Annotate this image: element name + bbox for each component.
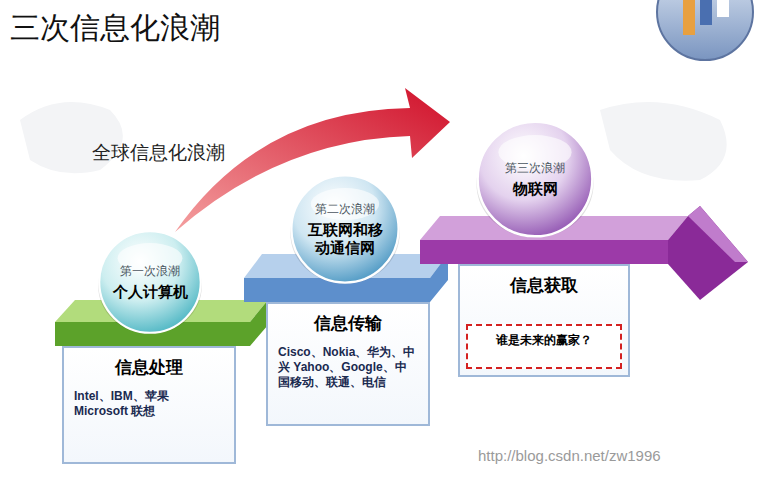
box-heading: 信息处理	[74, 356, 224, 379]
company-list: Cisco、Nokia、华为、中兴 Yahoo、Google、中国移动、联通、电…	[278, 345, 418, 390]
wave-name: 物联网	[513, 180, 558, 198]
callout-box: 谁是未来的赢家？	[466, 324, 622, 369]
title: 三次信息化浪潮	[10, 8, 220, 49]
wave-bubble: 第三次浪潮物联网	[474, 118, 596, 240]
wave-number: 第一次浪潮	[120, 263, 180, 280]
bubble-shape	[96, 228, 204, 336]
company-list: Intel、IBM、苹果 Microsoft 联想	[74, 389, 224, 419]
wave-number: 第三次浪潮	[505, 160, 565, 177]
info-box: 信息传输 Cisco、Nokia、华为、中兴 Yahoo、Google、中国移动、…	[266, 302, 430, 426]
wave-bubble: 第一次浪潮个人计算机	[96, 228, 204, 336]
box-heading: 信息获取	[470, 274, 618, 297]
bubble-shape	[474, 118, 596, 240]
arrow-label: 全球信息化浪潮	[92, 140, 225, 166]
wave-name: 互联网和移动通信网	[304, 221, 386, 257]
wave-number: 第二次浪潮	[315, 201, 375, 218]
info-box: 信息获取谁是未来的赢家？	[458, 264, 630, 377]
box-heading: 信息传输	[278, 312, 418, 335]
watermark: http://blog.csdn.net/zw1996	[478, 447, 661, 464]
question-text: 谁是未来的赢家？	[474, 332, 614, 349]
info-box: 信息处理 Intel、IBM、苹果 Microsoft 联想	[62, 346, 236, 464]
wave-bubble: 第二次浪潮互联网和移动通信网	[288, 172, 402, 286]
wave-name: 个人计算机	[113, 283, 188, 301]
